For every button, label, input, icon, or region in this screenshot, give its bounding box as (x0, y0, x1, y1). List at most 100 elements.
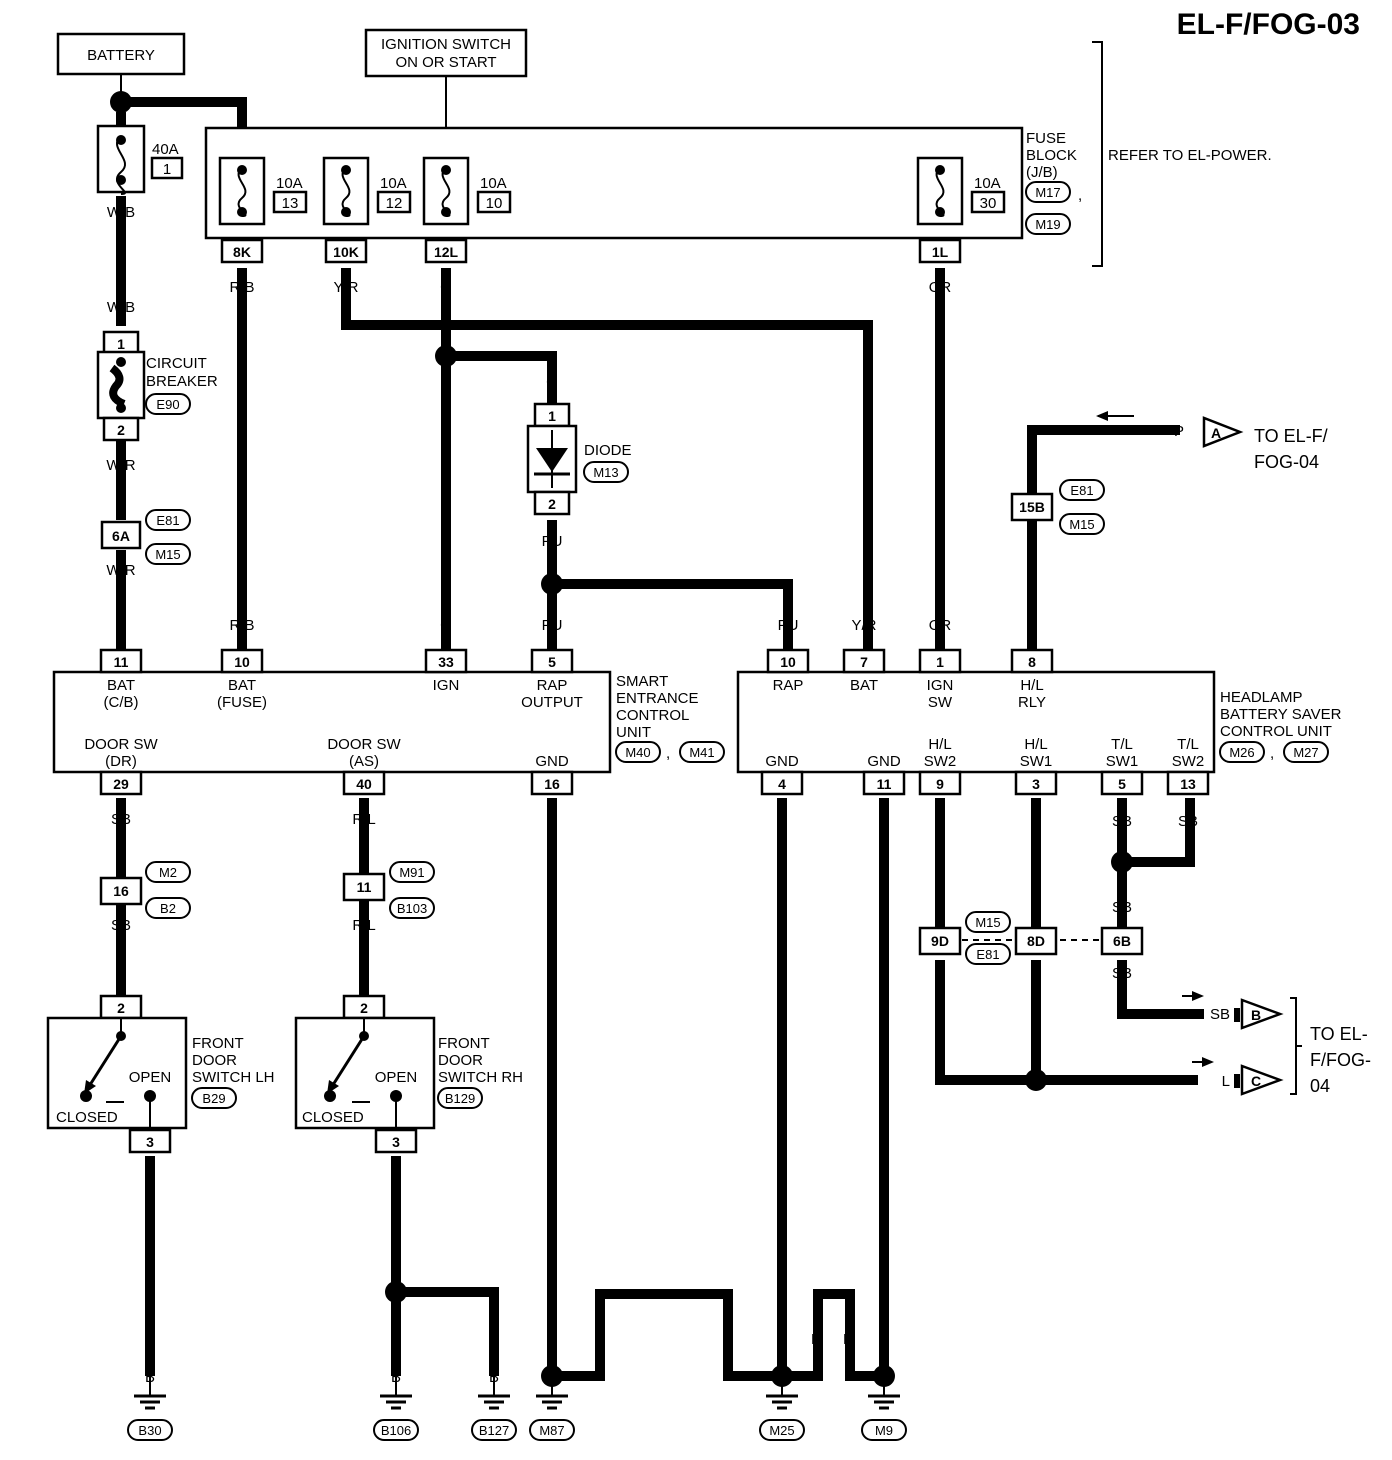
pin-number: 10 (780, 654, 796, 670)
fuse-block-conn-m17: M17 (1035, 185, 1060, 200)
pin-name: H/L (928, 736, 951, 753)
junction-g (435, 345, 457, 367)
pin-name: GND (867, 753, 901, 770)
wire-label: SB (1112, 813, 1132, 830)
wire-label-p-2: P (1027, 533, 1037, 550)
wire-label-b-15: B (879, 1331, 889, 1348)
fuse-number: 12 (386, 195, 403, 212)
wire-label-b-12: B (777, 1331, 787, 1348)
connector-9d-8d-6b: L L SB 9D 8D 6B M15 E81 L L SB (918, 899, 1144, 982)
conn-15b-m15: M15 (1069, 517, 1094, 532)
fuse-block-label-2: BLOCK (1026, 147, 1077, 164)
cb-pin-2: 2 (117, 422, 125, 438)
ground-junction (771, 1365, 793, 1387)
hl-conn-m26: M26 (1229, 745, 1254, 760)
offpage-a-to-2: FOG-04 (1254, 452, 1319, 472)
fuse-pin: 1L (932, 244, 949, 260)
pin-name: SW (928, 694, 953, 711)
smart-conn-m40: M40 (625, 745, 650, 760)
cb-conn: E90 (156, 397, 179, 412)
pin-number: 7 (860, 654, 868, 670)
pin-name: SW1 (1020, 753, 1053, 770)
pin-number: 13 (1180, 776, 1196, 792)
cb-label-2: BREAKER (146, 373, 218, 390)
ground-m25: M25 (759, 1376, 805, 1441)
fuse-block-comma: , (1078, 187, 1082, 204)
pin-name: H/L (1020, 677, 1043, 694)
wire-label-sb-5: SB (1112, 965, 1132, 982)
smart-entrance-control-unit: 11BAT(C/B)R/B10BAT(FUSE)G33IGNPU5RAPOUTP… (52, 617, 725, 828)
pin-name: T/L (1111, 736, 1133, 753)
ground-code: B127 (479, 1423, 509, 1438)
ground-b127: B127 (471, 1376, 517, 1441)
conn-6b-pin: 6B (1113, 933, 1131, 949)
offpage-a-letter: A (1211, 425, 1221, 441)
pin-name: RAP (773, 677, 804, 694)
wire-label-l-5: L (936, 965, 944, 982)
smart-comma: , (666, 745, 670, 762)
pin-name: GND (535, 753, 569, 770)
pin-name: BAT (107, 677, 135, 694)
pin-name: (DR) (105, 753, 137, 770)
fuse-number: 30 (980, 195, 997, 212)
wire-label-wr-1: W/R (106, 457, 135, 474)
switch-lh-conn: B29 (202, 1091, 225, 1106)
junction-b-rh (385, 1281, 407, 1303)
diode-label: DIODE (584, 442, 632, 459)
refer-label: REFER TO EL-POWER. (1108, 147, 1272, 164)
fuse-pin: 8K (233, 244, 251, 260)
pin-name: DOOR SW (327, 736, 401, 753)
wires (116, 74, 1204, 1381)
wire-label-b-2: B (391, 1171, 401, 1188)
switch-lh-closed: CLOSED (56, 1109, 118, 1126)
wire-label: Y/R (851, 617, 876, 634)
offpage-c-wire: L (1222, 1073, 1230, 1090)
connector-6a: 6A E81 M15 W/R (100, 509, 191, 579)
pin-name: T/L (1177, 736, 1199, 753)
pin-name: SW2 (1172, 753, 1205, 770)
wire-label-b-4: B (777, 811, 787, 828)
hl-label-1: HEADLAMP (1220, 689, 1303, 706)
pin-name: H/L (1024, 736, 1047, 753)
switch-lh-label-2: DOOR (192, 1052, 237, 1069)
smart-conn-m41: M41 (689, 745, 714, 760)
wire-label-b-13: B (811, 1331, 821, 1348)
smart-label-2: ENTRANCE (616, 690, 699, 707)
pin-number: 8 (1028, 654, 1036, 670)
pin-number: 5 (548, 654, 556, 670)
wire-label-b-5: B (879, 811, 889, 828)
smart-label-4: UNIT (616, 724, 651, 741)
wire-label-wb-1: W/B (107, 204, 135, 221)
wire-label: SB (1178, 813, 1198, 830)
wire-label-p-1: P (1027, 463, 1037, 480)
diode-wire-out: PU (542, 533, 563, 550)
conn-16-b2: B2 (160, 901, 176, 916)
hl-comma: , (1270, 745, 1274, 762)
switch-rh-open: OPEN (375, 1069, 418, 1086)
wire-label: SB (111, 811, 131, 828)
pin-name: (AS) (349, 753, 379, 770)
wire-label-sb-4: SB (1112, 899, 1132, 916)
pin-number: 9 (936, 776, 944, 792)
offpage-bc-label: TO EL- F/FOG- 04 (1290, 997, 1371, 1096)
fuse-pin: 12L (434, 244, 459, 260)
wire-label-rb: R/B (229, 279, 254, 296)
headlamp-battery-saver-unit: PU10RAPY/R7BATOR1IGNSWP8H/LRLYGND4GND11H… (736, 617, 1342, 830)
switch-lh-label-1: FRONT (192, 1035, 244, 1052)
wire-label: R/L (352, 811, 375, 828)
conn-15b-pin: 15B (1019, 499, 1045, 515)
wire-label: G (440, 617, 452, 634)
switch-lh-pin-2: 2 (117, 1000, 125, 1016)
switch-rh-pin-2: 2 (360, 1000, 368, 1016)
conn-6a-pin: 6A (112, 528, 130, 544)
